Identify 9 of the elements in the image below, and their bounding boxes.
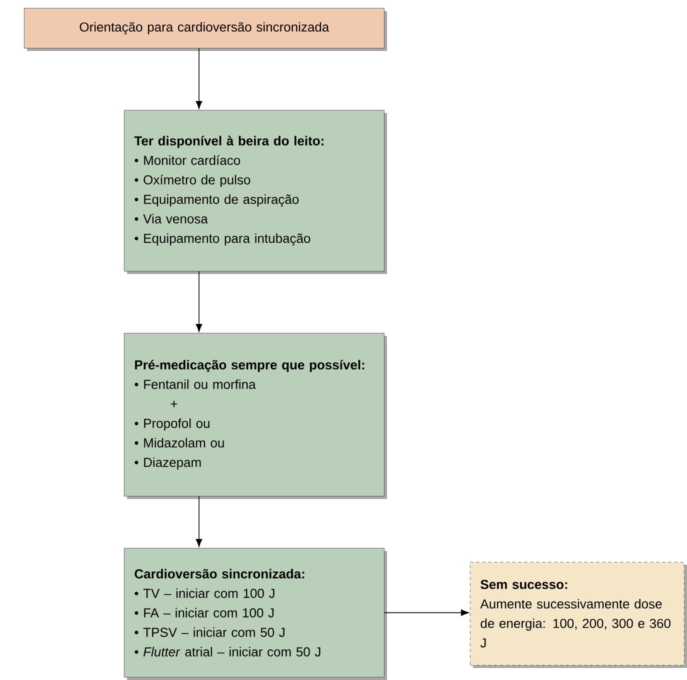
arrow [196, 271, 202, 332]
note-box: Sem sucesso: Aumente sucessivamente dose de energia: 100, 200, 300 e 360 J [470, 562, 687, 668]
process-box: Cardioversão sincronizada: • TV – iniciar com 100 J • FA – iniciar com 100 J • TPSV – iniciar com 50 J • Flutter atrial – iniciar com 50 J [124, 548, 387, 680]
process-box: Pré-medicação sempre que possível: • Fentanil ou morfina + • Propofol ou • Midazolam ou • Diazepam [124, 333, 387, 499]
title-box: Orientação para cardioversão sincronizada [24, 8, 387, 51]
arrow [196, 496, 202, 547]
arrow [384, 610, 469, 616]
process-box: Ter disponível à beira do leito: • Monitor cardíaco • Oxímetro de pulso • Equipamento de aspiração • Via venosa • Equipamento para intubação [124, 110, 387, 274]
arrow [196, 48, 202, 109]
